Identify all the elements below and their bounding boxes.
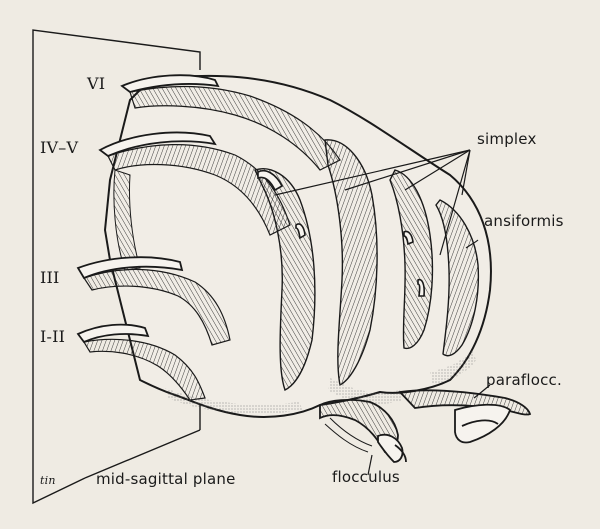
paraflocculus-structure (398, 389, 532, 444)
label-simplex: simplex (477, 130, 537, 148)
folium-caps (257, 170, 425, 297)
lobule-iii-folium (76, 256, 231, 346)
lobule-i-ii-folium (76, 323, 206, 401)
label-ansiformis: ansiformis (484, 212, 564, 230)
label-flocculus: flocculus (332, 468, 400, 486)
label-lobule-iv-v: IV–V (40, 138, 79, 157)
stippled-regions (165, 350, 476, 414)
label-lobule-vi: VI (87, 74, 106, 93)
leader-lines (274, 149, 491, 476)
label-lobule-iii: III (40, 268, 60, 287)
label-midsagittal-plane: mid-sagittal plane (96, 470, 236, 488)
label-parafloccus: paraflocc. (486, 371, 562, 389)
flocculus-structure (319, 398, 407, 463)
artist-signature: tin (40, 474, 56, 487)
label-lobule-i-ii: I-II (40, 327, 66, 346)
